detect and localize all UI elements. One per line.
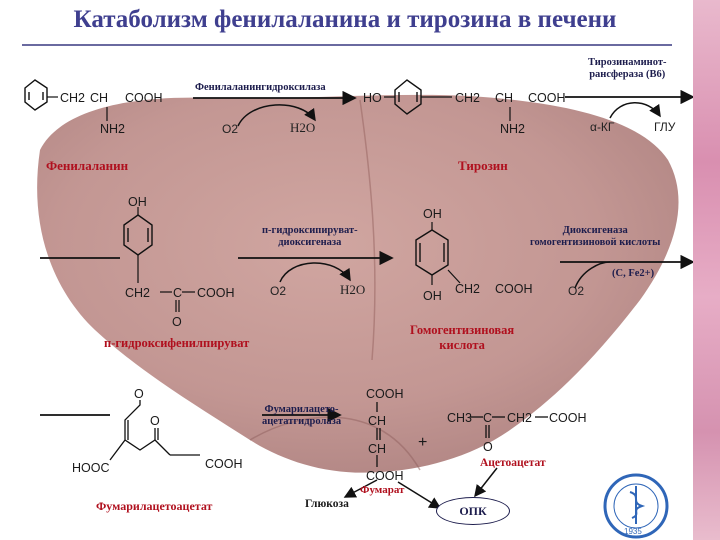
chem-ch-fum-a: CH bbox=[368, 414, 386, 428]
label-fumarate: Фумарат bbox=[360, 484, 405, 496]
chem-oh-hga-bottom: OH bbox=[423, 289, 442, 303]
label-acetoacetate: Ацетоацетат bbox=[480, 457, 546, 469]
chem-ch3-aa: CH3 bbox=[447, 411, 472, 425]
enzyme-faah-line2: ацетатгидролаза bbox=[262, 416, 342, 427]
chem-ch2-b: CH2 bbox=[455, 91, 480, 105]
label-phenylalanine: Фенилаланин bbox=[46, 158, 129, 173]
arrow-fumarate-opk bbox=[397, 481, 442, 509]
enzyme-pah: Фенилаланингидроксилаза bbox=[195, 82, 326, 93]
chem-o-aa: O bbox=[483, 440, 493, 454]
chem-o-faa-b: O bbox=[150, 414, 160, 428]
chem-hooc-faa: HOOC bbox=[72, 461, 110, 475]
arrow-aa-opk bbox=[474, 467, 498, 498]
chem-ch2-hga: CH2 bbox=[455, 282, 480, 296]
enzyme-faah-line1: Фумарилацето- bbox=[264, 404, 339, 415]
decorative-strip bbox=[693, 0, 720, 540]
liver-shape bbox=[37, 94, 679, 473]
cofactor-h2o-a: H2O bbox=[290, 120, 316, 135]
chem-plus: + bbox=[418, 434, 427, 451]
cofactor-hgd: (C, Fe2+) bbox=[612, 268, 655, 279]
title-divider bbox=[22, 44, 672, 46]
chem-ch2-aa: CH2 bbox=[507, 411, 532, 425]
fumarate-skeleton bbox=[376, 402, 381, 467]
chem-o-hpp: O bbox=[172, 315, 182, 329]
cofactor-h2o-b: H2O bbox=[340, 282, 366, 297]
arrow-akg-glu bbox=[609, 102, 661, 119]
arrow-o2-h2o-b bbox=[279, 262, 351, 283]
enzyme-faah: Фумарилацето- ацетатгидролаза bbox=[262, 404, 341, 428]
arrow-o2-h2o-a bbox=[237, 104, 316, 127]
enzyme-tat: Тирозинаминот- рансфераза (В6) bbox=[588, 57, 666, 81]
cofactor-akg: α-КГ bbox=[590, 120, 615, 134]
chem-c-aa: C bbox=[483, 411, 492, 425]
chem-cooh-b: COOH bbox=[528, 91, 566, 105]
label-tyrosine: Тирозин bbox=[458, 158, 508, 173]
enzyme-hppd-line2: диоксигеназа bbox=[278, 237, 342, 248]
chem-nh2-a: NH2 bbox=[100, 122, 125, 136]
chem-o-faa-a: O bbox=[134, 387, 144, 401]
chem-oh-hpp: OH bbox=[128, 195, 147, 209]
label-homogentisic-line2: кислота bbox=[439, 338, 485, 352]
enzyme-hgd-line2: гомогентизиновой кислоты bbox=[530, 237, 661, 248]
chem-cooh-a: COOH bbox=[125, 91, 163, 105]
chem-cooh-fum-top: COOH bbox=[366, 387, 404, 401]
enzyme-hppd: п-гидроксипируват- диоксигеназа bbox=[262, 225, 358, 249]
label-homogentisic: Гомогентизиновая кислота bbox=[410, 323, 514, 353]
label-glucose: Глюкоза bbox=[305, 498, 349, 510]
cofactor-o2-b: O2 bbox=[270, 284, 287, 298]
fumarylacetoacetate-skeleton bbox=[109, 400, 200, 461]
arrow-to-glucose bbox=[343, 479, 378, 498]
opk-node: ОПК bbox=[436, 497, 510, 525]
arrow-o2-c bbox=[574, 261, 611, 289]
page-title: Катаболизм фенилаланина и тирозина в печ… bbox=[73, 6, 617, 33]
university-logo: 1935 bbox=[603, 473, 669, 539]
cofactor-glu: ГЛУ bbox=[654, 120, 676, 134]
chem-oh-hga-top: OH bbox=[423, 207, 442, 221]
acetoacetate-skeleton bbox=[470, 416, 548, 438]
logo-year: 1935 bbox=[624, 527, 642, 536]
chem-cooh-aa: COOH bbox=[549, 411, 587, 425]
chem-cooh-faa: COOH bbox=[205, 457, 243, 471]
label-homogentisic-line1: Гомогентизиновая bbox=[410, 323, 515, 337]
enzyme-tat-line2: рансфераза (В6) bbox=[589, 69, 666, 80]
chem-ch-fum-b: CH bbox=[368, 442, 386, 456]
chem-ch-b: CH bbox=[495, 91, 513, 105]
cofactor-o2-a: O2 bbox=[222, 122, 239, 136]
tyrosine-ring bbox=[394, 79, 422, 115]
caduceus-icon bbox=[629, 486, 646, 524]
chem-ch2-a: CH2 bbox=[60, 91, 85, 105]
chem-nh2-b: NH2 bbox=[500, 122, 525, 136]
phenylalanine-ring bbox=[24, 79, 48, 111]
chem-c-hpp: C bbox=[173, 286, 182, 300]
chem-cooh-hga: COOH bbox=[495, 282, 533, 296]
chem-ch2-hpp: CH2 bbox=[125, 286, 150, 300]
label-fumarylacetoacetate: Фумарилацетоацетат bbox=[96, 499, 213, 513]
enzyme-hppd-line1: п-гидроксипируват- bbox=[262, 225, 358, 236]
chem-cooh-fum-bottom: COOH bbox=[366, 469, 404, 483]
label-hppyruvate: п-гидроксифенилпируват bbox=[104, 336, 250, 350]
enzyme-hgd: Диоксигеназа гомогентизиновой кислоты bbox=[530, 225, 660, 249]
chem-ho-tyr: HO bbox=[363, 91, 382, 105]
cofactor-o2-c: O2 bbox=[568, 284, 585, 298]
chem-ch-a: CH bbox=[90, 91, 108, 105]
chem-cooh-hpp: COOH bbox=[197, 286, 235, 300]
enzyme-hgd-line1: Диоксигеназа bbox=[562, 225, 628, 236]
enzyme-tat-line1: Тирозинаминот- bbox=[588, 57, 667, 68]
